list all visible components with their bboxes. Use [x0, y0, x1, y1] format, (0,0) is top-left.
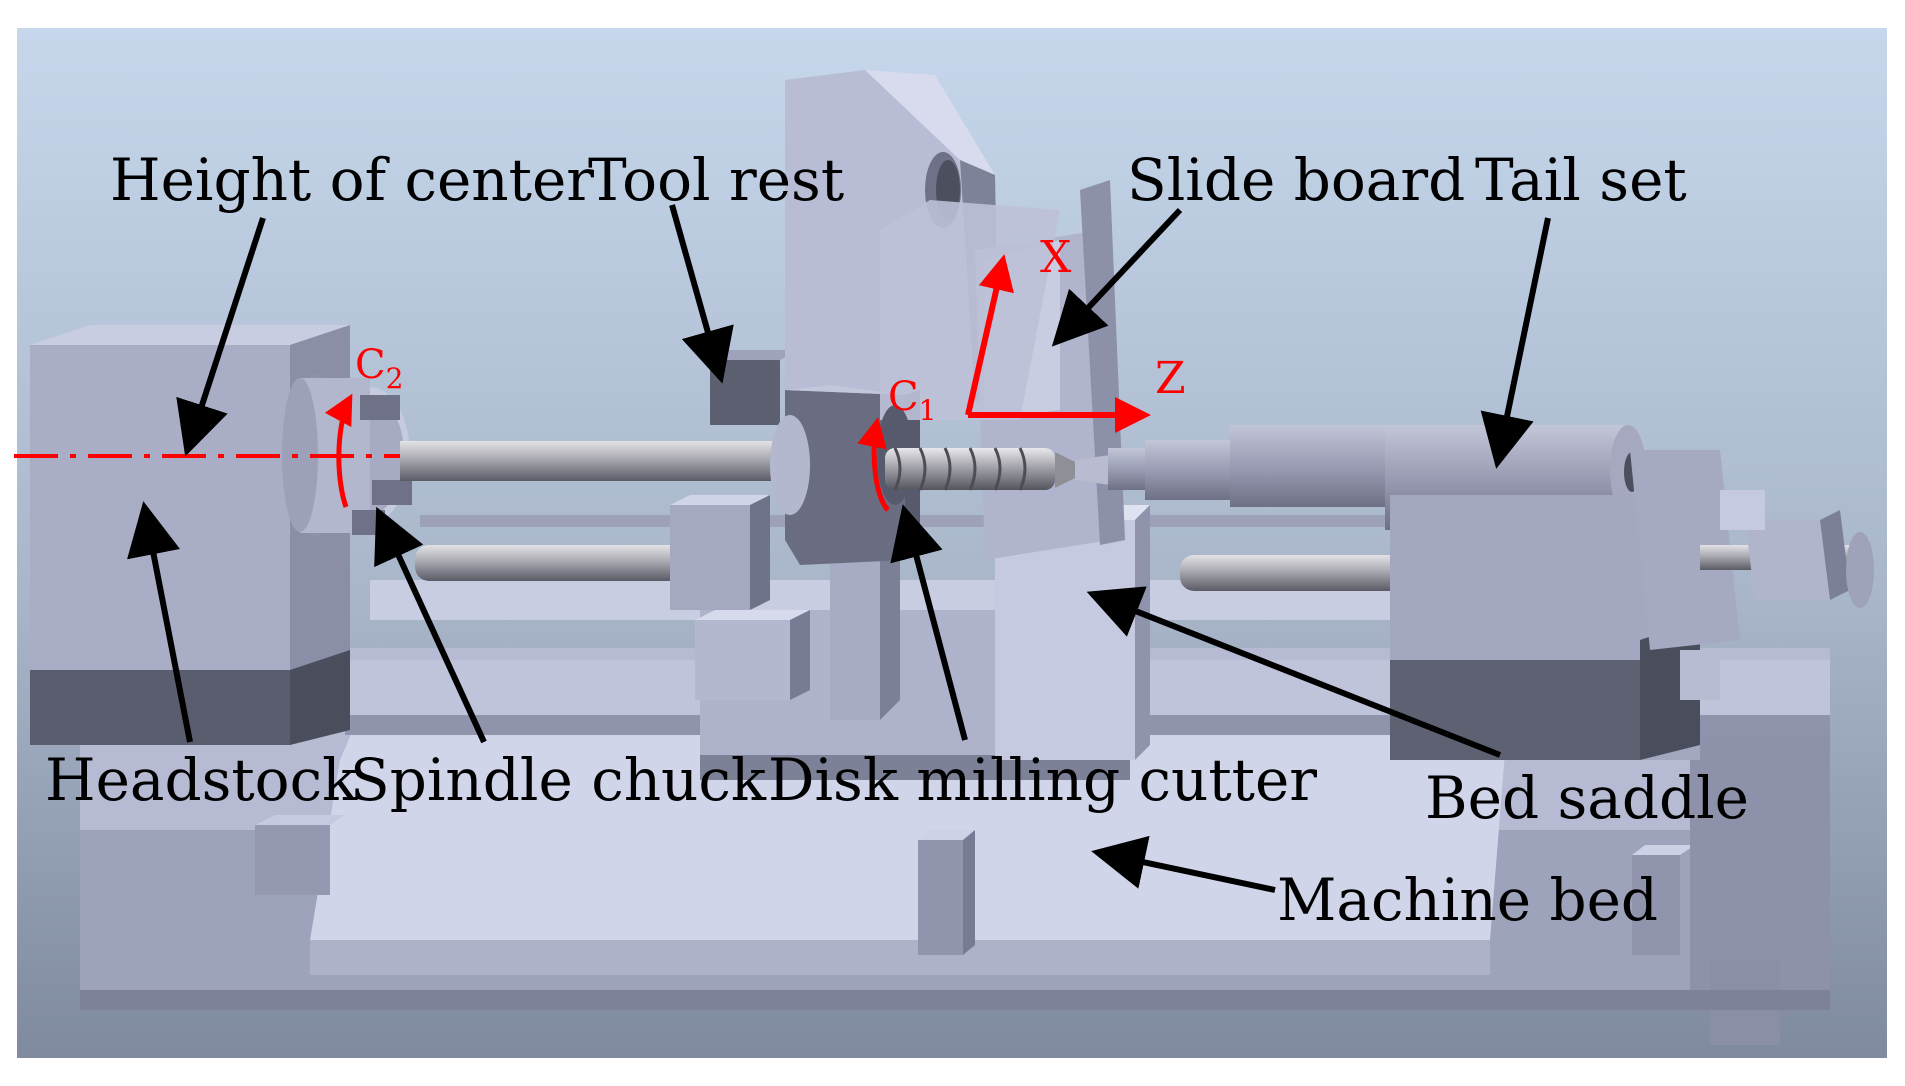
callout-arrows: [127, 204, 1551, 893]
label-machine-bed: Machine bed: [1277, 866, 1658, 934]
arrow-machine-bed: [1091, 835, 1276, 893]
axis-c1-label: C1: [888, 374, 936, 427]
label-tool-rest: Tool rest: [588, 146, 844, 214]
arrow-tail-set: [1480, 217, 1551, 469]
bed-saddle: [700, 505, 1150, 780]
axis-x-label: X: [1040, 232, 1072, 283]
label-tail-set: Tail set: [1475, 146, 1687, 214]
label-bed-saddle: Bed saddle: [1425, 764, 1749, 832]
rotation-c1-arrow: [857, 417, 890, 512]
label-height-of-center: Height of center: [110, 146, 594, 214]
arrow-headstock: [127, 501, 193, 743]
label-headstock: Headstock: [45, 746, 358, 814]
axis-z-label: Z: [1155, 353, 1186, 404]
arrow-tool-rest: [669, 204, 734, 384]
label-disk-milling-cutter: Disk milling cutter: [768, 746, 1317, 814]
axis-x-arrow: [965, 254, 1014, 416]
arrow-disk-milling-cutter: [890, 504, 968, 741]
axis-c2-label: C2: [355, 342, 403, 395]
rotation-c2-arrow: [324, 393, 353, 508]
workpiece-shaft: [400, 441, 780, 481]
shaft-flange: [770, 415, 810, 515]
arrow-slide-board: [1051, 207, 1183, 347]
arrow-spindle-chuck: [374, 506, 487, 744]
label-slide-board: Slide board: [1127, 146, 1465, 214]
arrow-bed-saddle: [1086, 586, 1502, 758]
arrow-height-of-center: [176, 217, 266, 457]
label-spindle-chuck: Spindle chuck: [350, 746, 767, 814]
